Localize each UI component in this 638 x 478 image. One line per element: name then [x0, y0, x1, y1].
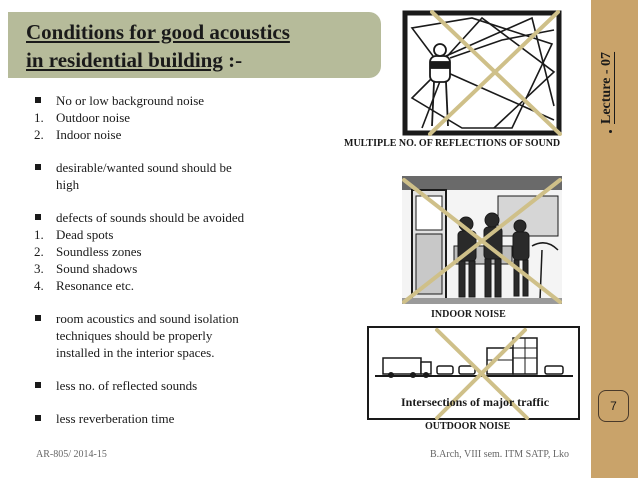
- lecture-label: Lecture - 07: [599, 51, 614, 124]
- item-line: desirable/wanted sound should be: [56, 160, 232, 175]
- bullet-marker: [34, 377, 52, 394]
- list-item: 1.Outdoor noise: [34, 110, 131, 125]
- outdoor-figure: Intersections of major traffic: [367, 326, 580, 420]
- number-marker: 3.: [34, 261, 44, 276]
- bullet-marker: [34, 310, 52, 327]
- page-number-badge: 7: [598, 390, 629, 422]
- number-marker: 1.: [34, 110, 44, 125]
- list-item: less reverberation time: [34, 410, 270, 427]
- title-line-2: in residential building :-: [26, 48, 242, 73]
- number-marker: 2.: [34, 244, 44, 259]
- footer-right: B.Arch, VIII sem. ITM SATP, Lko: [430, 449, 569, 460]
- title-line-1: Conditions for good acoustics: [26, 20, 290, 44]
- list-item: less no. of reflected sounds: [34, 377, 270, 394]
- list-item: room acoustics and sound isolation techni…: [34, 310, 270, 361]
- item-line: high: [56, 177, 80, 192]
- title-box: [8, 12, 381, 78]
- item-line: room acoustics and sound isolation: [56, 311, 239, 326]
- list-item: 4.Resonance etc.: [34, 278, 134, 293]
- item-line: techniques should be properly: [56, 328, 213, 343]
- condition-list: No or low background noise 1.Outdoor noi…: [34, 92, 270, 427]
- bullet-marker: [34, 92, 52, 109]
- reflections-diagram: [402, 10, 562, 136]
- title-line-2-suffix: :-: [222, 48, 243, 72]
- reflections-caption: MULTIPLE NO. OF REFLECTIONS OF SOUND: [344, 138, 561, 149]
- indoor-diagram: [402, 176, 562, 304]
- number-marker: 1.: [34, 227, 44, 242]
- outdoor-inner-label: Intersections of major traffic: [401, 395, 550, 409]
- item-line: installed in the interior spaces.: [56, 345, 215, 360]
- reflections-figure: [402, 10, 562, 136]
- list-item: 3.Sound shadows: [34, 261, 138, 276]
- list-item: defects of sounds should be avoided: [34, 209, 270, 226]
- indoor-caption: INDOOR NOISE: [431, 309, 506, 320]
- bullet-marker: [34, 159, 52, 176]
- bullet-marker: [34, 209, 52, 226]
- number-marker: 2.: [34, 127, 44, 142]
- indoor-figure: [402, 176, 562, 304]
- outdoor-caption: OUTDOOR NOISE: [425, 421, 511, 432]
- footer-left: AR-805/ 2014-15: [36, 449, 107, 460]
- bullet-marker: [34, 410, 52, 427]
- title-line-2-text: in residential building: [26, 48, 223, 72]
- list-item: 1.Dead spots: [34, 227, 114, 242]
- band-dot: [609, 130, 612, 133]
- list-item: desirable/wanted sound should be high: [34, 159, 270, 193]
- outdoor-diagram: Intersections of major traffic: [367, 326, 580, 420]
- list-item: No or low background noise: [34, 92, 270, 109]
- list-item: 2.Indoor noise: [34, 127, 122, 142]
- number-marker: 4.: [34, 278, 44, 293]
- list-item: 2.Soundless zones: [34, 244, 142, 259]
